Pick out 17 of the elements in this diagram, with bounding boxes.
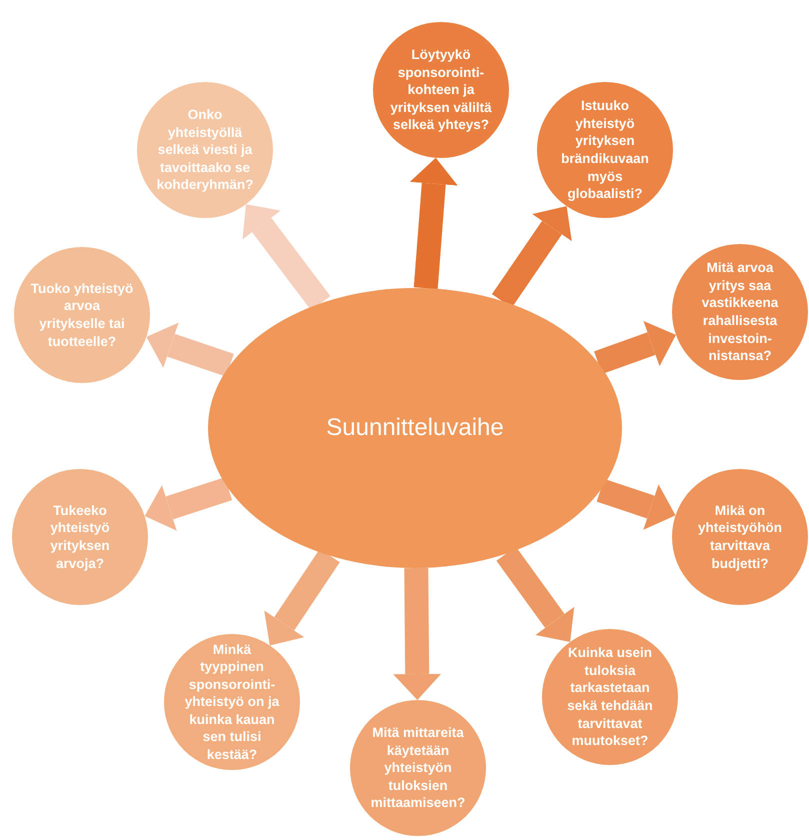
question-text: Mitä mittareita käytetään yhteistyön tuloksien mittaamiseen? — [370, 724, 466, 812]
question-text: Tukeeko yhteistyö yrityksen arvoja? — [49, 502, 111, 572]
question-text: Minkä tyyppinen sponsorointi-yhteistyö on ja kuinka kauan sen tulisi kestää? — [184, 640, 280, 764]
question-text: Tuoko yhteistyö arvoa yritykselle tai tuotteelle? — [30, 280, 134, 350]
block-arrow — [393, 568, 442, 700]
question-text: Löytyykö sponsorointi-kohteen ja yrityksen väliltä selkeä yhteys? — [389, 46, 493, 134]
question-text: Kuinka usein tuloksia tarkastetaan sekä tehdään tarvittavat muutokset? — [566, 644, 654, 750]
phase-title: Suunnitteluvaihe — [326, 414, 504, 442]
block-arrow — [146, 322, 234, 377]
question-text: Onko yhteistyöllä selkeä viesti ja tavoittaako se kohderyhmän? — [156, 106, 254, 194]
block-arrow — [596, 478, 676, 530]
question-text: Mikä on yhteistyöhön tarvittava budjetti? — [696, 502, 783, 572]
block-arrow — [410, 158, 458, 290]
question-text: Istuuko yhteistyö yrityksen brändikuvaan myös globaalisti? — [560, 97, 650, 203]
block-arrow — [144, 477, 232, 531]
block-arrow — [594, 321, 676, 374]
question-text: Mitä arvoa yritys saa vastikkeena rahallisesta investoin-nistansa? — [700, 259, 780, 365]
